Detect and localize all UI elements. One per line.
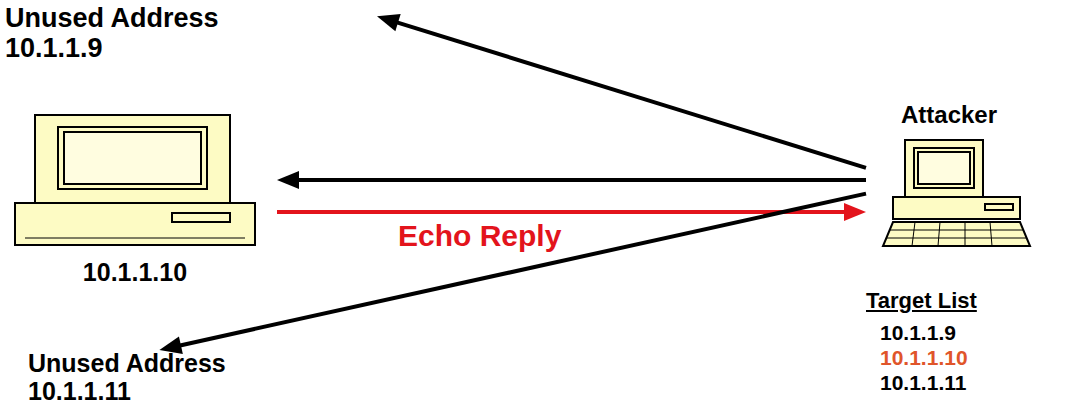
list-heading: Target List: [866, 288, 977, 313]
target-address: 10.1.1.9: [880, 321, 956, 345]
unused-address: Unused Address10.1.1.11: [28, 350, 328, 407]
attacker-host: Attacker: [866, 102, 1032, 250]
arrow-connector: [277, 171, 866, 189]
target-address: 10.1.1.11: [880, 371, 966, 395]
arrow-head: [377, 14, 401, 31]
arrow-head: [844, 203, 866, 221]
arrow-connector: [377, 14, 866, 168]
node-text: Unused Address: [5, 4, 219, 34]
arrow-connector: [159, 194, 866, 354]
arrow-head: [277, 171, 299, 189]
attacker-computer: [883, 140, 1030, 246]
arrow-line: [297, 178, 866, 182]
arrow-line: [277, 210, 846, 214]
node-text: 10.1.1.10: [83, 259, 187, 287]
unused-address: Unused Address10.1.1.9: [5, 4, 377, 66]
node-text: 10.1.1.11: [28, 378, 131, 406]
target-address: 10.1.1.10: [880, 346, 968, 370]
edge-label: Echo Reply: [395, 219, 564, 254]
arrow-line: [396, 22, 866, 168]
node-text: Attacker: [901, 102, 997, 128]
node-text: 10.1.1.9: [5, 34, 103, 64]
target-host: 10.1.1.10: [15, 110, 277, 286]
node-text: Unused Address: [28, 350, 226, 378]
target-computer: [15, 115, 255, 245]
arrow-line: [179, 194, 866, 346]
